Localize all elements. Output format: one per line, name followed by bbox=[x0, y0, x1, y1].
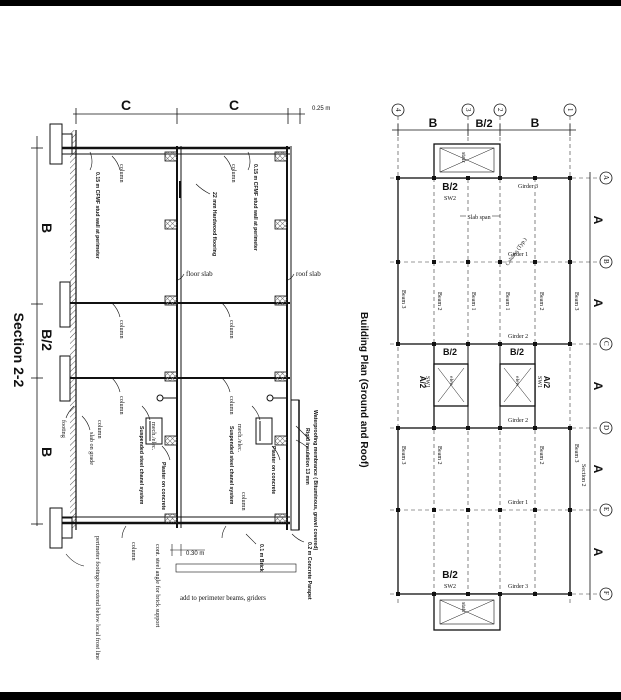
plan-beam2: Beam 2 bbox=[538, 292, 544, 311]
plan-sw2-top: SW2 bbox=[444, 196, 456, 202]
section-roof-slab: roof slab bbox=[296, 270, 321, 278]
section-cfmf-right: 0.15 m CFMF stud wall at perimeter bbox=[252, 164, 258, 251]
plan-stair-bottom: stair bbox=[460, 602, 466, 612]
plan-beam3: Beam 3 bbox=[573, 444, 579, 463]
plan-a2-right: A/2 bbox=[542, 376, 551, 389]
plan-beam3: Beam 3 bbox=[573, 292, 579, 311]
section-dim-030: 0.30 m bbox=[186, 551, 204, 557]
plan-stair-top: stair bbox=[460, 152, 466, 162]
plan-a2-left: A/2 bbox=[418, 376, 427, 389]
section-column-label: column bbox=[230, 164, 237, 183]
plan-beam3: Beam 3 bbox=[400, 290, 406, 309]
section-dim-c-right: C bbox=[229, 97, 239, 113]
section-dim-b2: B/2 bbox=[39, 329, 55, 351]
plan-beam2: Beam 2 bbox=[436, 446, 442, 465]
section-title: Section 2-2 bbox=[11, 313, 27, 388]
plan-b2-mid-left: B/2 bbox=[443, 347, 457, 357]
section-floor-slab: floor slab bbox=[186, 270, 213, 278]
plan-dim-b-right: B bbox=[531, 116, 540, 130]
section-dim-b-bottom: B bbox=[39, 447, 55, 457]
section-column-label: column bbox=[96, 420, 103, 439]
plan-title: Building Plan (Ground and Roof) bbox=[358, 312, 369, 468]
section-suspended-right: Suspended steel chanel system bbox=[228, 426, 234, 505]
plan-girder2-bottom: Girder 2 bbox=[508, 418, 528, 424]
section-angle: cont. steel angle for brick support bbox=[154, 544, 161, 627]
drawing-canvas: C C 0.25 m B B/2 B Section 2-2 bbox=[11, 97, 613, 660]
plan-grid-1: 1 bbox=[566, 108, 574, 112]
section-footing: footing bbox=[60, 420, 67, 438]
plan-beam2: Beam 2 bbox=[538, 446, 544, 465]
drawing-sheet: C C 0.25 m B B/2 B Section 2-2 bbox=[0, 6, 621, 692]
section-dim-parapet-top: 0.25 m bbox=[312, 106, 330, 112]
section-hardwood: 22 mm Hardwood flooring bbox=[211, 192, 217, 256]
plan-section-mark: Section 2 bbox=[580, 464, 586, 487]
section-dim-b-top: B bbox=[39, 223, 55, 233]
plan-drawing: 4 3 2 1 B B/2 B A B bbox=[358, 103, 613, 631]
plan-row-e: E bbox=[602, 507, 610, 511]
plan-row-dim: A bbox=[591, 216, 605, 225]
section-suspended-left: Suspended steel chanel system bbox=[138, 426, 144, 505]
section-slab-on-grade: slab on grade bbox=[88, 432, 95, 465]
plan-dim-b-left: B bbox=[429, 116, 438, 130]
section-column-label: column bbox=[118, 396, 125, 415]
section-column-label: column bbox=[228, 320, 235, 339]
plan-grid-3: 3 bbox=[464, 108, 472, 112]
plan-girder3-top: Girder 3 bbox=[518, 184, 538, 190]
section-column-label: column bbox=[118, 320, 125, 339]
plan-beam3: Beam 3 bbox=[400, 446, 406, 465]
plan-row-dim: A bbox=[591, 299, 605, 308]
plan-girder3-bottom: Girder 3 bbox=[508, 584, 528, 590]
plan-sw2-bottom: SW2 bbox=[444, 584, 456, 590]
plan-sw1-left: SW1 bbox=[424, 376, 430, 388]
plan-girder2-top: Girder 2 bbox=[508, 334, 528, 340]
section-waterproof: Waterproofing membrance ( Bituminous, gr… bbox=[312, 410, 318, 550]
plan-row-dim: A bbox=[591, 382, 605, 391]
plan-grid-2: 2 bbox=[496, 108, 504, 112]
section-mech-right: mech./elec. bbox=[236, 424, 243, 453]
plan-sw1-right: SW1 bbox=[536, 376, 542, 388]
plan-row-dim: A bbox=[591, 548, 605, 557]
plan-b2-bottom: B/2 bbox=[442, 570, 458, 581]
plan-row-f: F bbox=[602, 591, 610, 595]
plan-row-c: C bbox=[602, 341, 610, 346]
plan-girder1-bottom: Girder 1 bbox=[508, 500, 528, 506]
plan-row-d: D bbox=[602, 425, 610, 430]
plan-b2-mid-right: B/2 bbox=[510, 347, 524, 357]
section-perimeter-footings: perimeter footings to extend below local… bbox=[94, 536, 101, 660]
section-brick: 0.1 m Brick bbox=[258, 544, 264, 572]
section-mech-left: mech./elec. bbox=[150, 422, 157, 451]
section-column-label: column bbox=[240, 492, 247, 511]
section-column-label: column bbox=[228, 396, 235, 415]
section-column-label: column bbox=[118, 164, 125, 183]
plan-beam1: Beam 1 bbox=[504, 292, 510, 311]
plan-dim-b2-mid: B/2 bbox=[475, 118, 492, 130]
section-add-perimeter: add to perimeter beams, griders bbox=[180, 595, 266, 602]
section-cfmf-left: 0.15 m CFMF stud wall at perimeter bbox=[94, 172, 100, 259]
plan-girder1-top: Girder 1 bbox=[508, 252, 528, 258]
section-plaster-left: Plaster on concrete bbox=[160, 462, 166, 510]
plan-beam1: Beam 1 bbox=[470, 292, 476, 311]
plan-row-dim: A bbox=[591, 465, 605, 474]
plan-slab-span: Slab span bbox=[467, 215, 490, 221]
section-column-label: column bbox=[130, 542, 137, 561]
plan-beam2: Beam 2 bbox=[436, 292, 442, 311]
section-plaster-right: Plaster on concrete bbox=[270, 446, 276, 494]
section-dim-c-left: C bbox=[121, 97, 131, 113]
section-parapet: 0.2 m Concrete Parapet bbox=[306, 542, 312, 600]
plan-row-a: A bbox=[602, 175, 610, 180]
plan-grid-4: 4 bbox=[394, 108, 402, 112]
section-rigid: Rigid insulation 13 mm bbox=[304, 428, 310, 485]
plan-b2-top: B/2 bbox=[442, 182, 458, 193]
plan-elev-right: elev. bbox=[514, 376, 520, 387]
plan-row-b: B bbox=[602, 259, 610, 264]
section-drawing: C C 0.25 m B B/2 B Section 2-2 bbox=[11, 97, 330, 660]
plan-elev-left: elev. bbox=[448, 376, 454, 387]
